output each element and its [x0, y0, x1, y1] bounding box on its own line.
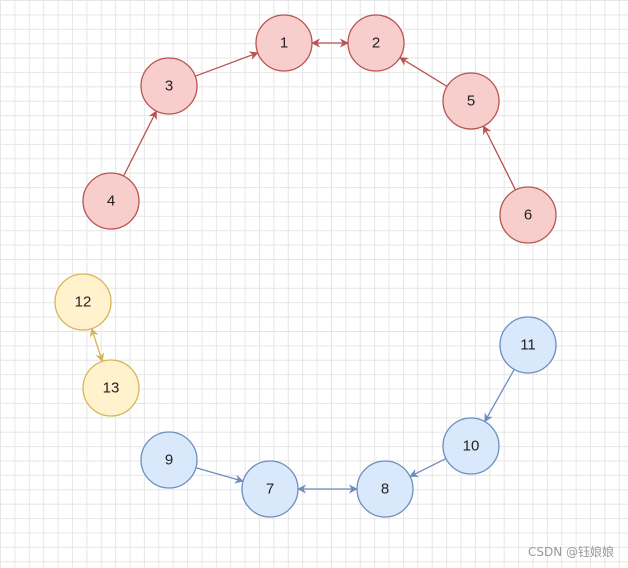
node-9[interactable]: 9 — [140, 431, 198, 489]
node-label-7: 7 — [266, 481, 274, 498]
node-11[interactable]: 11 — [499, 316, 557, 374]
edge-11-10 — [484, 369, 515, 423]
node-label-10: 10 — [463, 438, 480, 455]
node-circle-9 — [140, 431, 198, 489]
node-label-11: 11 — [520, 337, 536, 354]
node-circle-6 — [499, 186, 557, 244]
node-circle-11 — [499, 316, 557, 374]
edges-layer — [89, 38, 517, 494]
node-circle-2 — [347, 14, 405, 72]
node-7[interactable]: 7 — [241, 460, 299, 518]
node-circle-8 — [356, 460, 414, 518]
node-2[interactable]: 2 — [347, 14, 405, 72]
node-circle-5 — [442, 72, 500, 130]
node-label-13: 13 — [103, 380, 120, 397]
node-1[interactable]: 1 — [255, 14, 313, 72]
node-4[interactable]: 4 — [82, 172, 140, 230]
edge-3-1 — [194, 51, 259, 77]
node-label-8: 8 — [381, 481, 389, 498]
node-label-6: 6 — [524, 207, 532, 224]
node-label-3: 3 — [165, 78, 173, 95]
node-circle-12 — [54, 273, 112, 331]
node-10[interactable]: 10 — [442, 417, 500, 475]
edge-6-5 — [482, 125, 517, 191]
edge-5-2 — [399, 57, 448, 87]
edge-9-7 — [195, 467, 244, 484]
edge-12-13 — [89, 327, 105, 363]
node-label-1: 1 — [280, 35, 288, 52]
node-circle-3 — [140, 57, 198, 115]
node-label-2: 2 — [372, 35, 380, 52]
node-12[interactable]: 12 — [54, 273, 112, 331]
node-circle-10 — [442, 417, 500, 475]
node-circle-1 — [255, 14, 313, 72]
node-label-4: 4 — [107, 193, 115, 210]
node-circle-13 — [82, 359, 140, 417]
edge-4-3 — [123, 110, 157, 177]
node-circle-7 — [241, 460, 299, 518]
node-3[interactable]: 3 — [140, 57, 198, 115]
node-8[interactable]: 8 — [356, 460, 414, 518]
node-13[interactable]: 13 — [82, 359, 140, 417]
node-label-12: 12 — [75, 294, 92, 311]
node-circle-4 — [82, 172, 140, 230]
node-5[interactable]: 5 — [442, 72, 500, 130]
node-6[interactable]: 6 — [499, 186, 557, 244]
watermark: CSDN @钰娘娘 — [527, 545, 614, 559]
node-label-9: 9 — [165, 452, 173, 469]
edge-10-8 — [409, 457, 447, 478]
node-label-5: 5 — [467, 93, 475, 110]
